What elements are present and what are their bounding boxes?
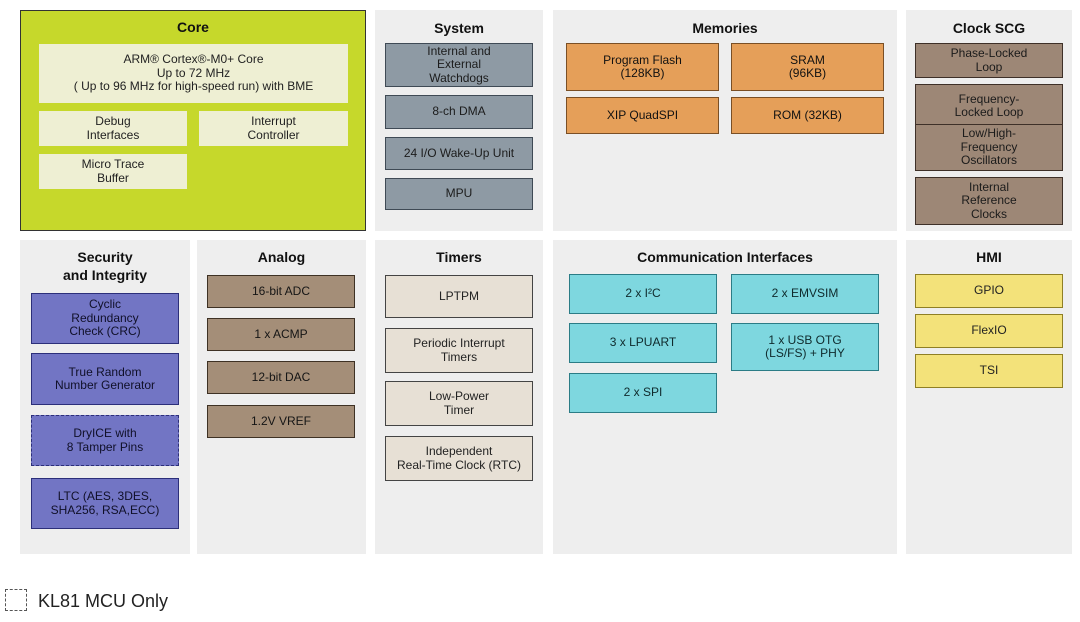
communication-panel: Communication Interfaces 2 x I²C 2 x EMV…	[553, 240, 897, 554]
flexio-block: FlexIO	[915, 314, 1063, 348]
gpio-block: GPIO	[915, 274, 1063, 308]
spi-block: 2 x SPI	[569, 373, 717, 413]
rom-block: ROM (32KB)	[731, 97, 884, 134]
hmi-title: HMI	[976, 249, 1002, 265]
micro-trace-buffer-block: Micro Trace Buffer	[39, 154, 187, 189]
clock-scg-panel: Clock SCG Phase-Locked Loop Frequency- L…	[906, 10, 1072, 231]
dma-block: 8-ch DMA	[385, 95, 533, 129]
cpu-core-block: ARM® Cortex®-M0+ Core Up to 72 MHz ( Up …	[39, 44, 348, 103]
rtc-block: Independent Real-Time Clock (RTC)	[385, 436, 533, 481]
vref-block: 1.2V VREF	[207, 405, 355, 438]
acmp-block: 1 x ACMP	[207, 318, 355, 351]
trng-block: True Random Number Generator	[31, 353, 179, 405]
system-panel: System Internal and External Watchdogs 8…	[375, 10, 543, 231]
interrupt-controller-block: Interrupt Controller	[199, 111, 348, 146]
memories-panel: Memories Program Flash (128KB) SRAM (96K…	[553, 10, 897, 231]
lpuart-block: 3 x LPUART	[569, 323, 717, 363]
phase-locked-loop-block: Phase-Locked Loop	[915, 43, 1063, 78]
hmi-panel: HMI GPIO FlexIO TSI	[906, 240, 1072, 554]
communication-title: Communication Interfaces	[637, 249, 813, 265]
lptpm-block: LPTPM	[385, 275, 533, 318]
sram-block: SRAM (96KB)	[731, 43, 884, 91]
adc-block: 16-bit ADC	[207, 275, 355, 308]
crc-block: Cyclic Redundancy Check (CRC)	[31, 293, 179, 344]
system-title: System	[434, 20, 484, 36]
low-power-timer-block: Low-Power Timer	[385, 381, 533, 426]
core-title: Core	[177, 19, 209, 35]
frequency-locked-loop-block: Frequency- Locked Loop	[915, 84, 1063, 128]
timers-panel: Timers LPTPM Periodic Interrupt Timers L…	[375, 240, 543, 554]
periodic-interrupt-timers-block: Periodic Interrupt Timers	[385, 328, 533, 373]
tsi-block: TSI	[915, 354, 1063, 388]
timers-title: Timers	[436, 249, 482, 265]
analog-title: Analog	[257, 249, 306, 265]
wakeup-unit-block: 24 I/O Wake-Up Unit	[385, 137, 533, 170]
ltc-block: LTC (AES, 3DES, SHA256, RSA,ECC)	[31, 478, 179, 529]
mpu-block: MPU	[385, 178, 533, 210]
i2c-block: 2 x I²C	[569, 274, 717, 314]
legend-label: KL81 MCU Only	[38, 591, 169, 611]
clock-scg-title: Clock SCG	[952, 20, 1026, 36]
dryice-block: DryICE with 8 Tamper Pins	[31, 415, 179, 466]
security-panel: Security and Integrity Cyclic Redundancy…	[20, 240, 190, 554]
dashed-box-legend-icon	[5, 589, 27, 611]
debug-interfaces-block: Debug Interfaces	[39, 111, 187, 146]
program-flash-block: Program Flash (128KB)	[566, 43, 719, 91]
emvsim-block: 2 x EMVSIM	[731, 274, 879, 314]
usb-otg-block: 1 x USB OTG (LS/FS) + PHY	[731, 323, 879, 371]
watchdogs-block: Internal and External Watchdogs	[385, 43, 533, 87]
internal-reference-clocks-block: Internal Reference Clocks	[915, 177, 1063, 225]
oscillators-block: Low/High- Frequency Oscillators	[915, 124, 1063, 171]
xip-quadspi-block: XIP QuadSPI	[566, 97, 719, 134]
memories-title: Memories	[692, 20, 758, 36]
dac-block: 12-bit DAC	[207, 361, 355, 394]
core-panel: Core ARM® Cortex®-M0+ Core Up to 72 MHz …	[20, 10, 366, 231]
analog-panel: Analog 16-bit ADC 1 x ACMP 12-bit DAC 1.…	[197, 240, 366, 554]
security-title: Security and Integrity	[62, 249, 147, 283]
